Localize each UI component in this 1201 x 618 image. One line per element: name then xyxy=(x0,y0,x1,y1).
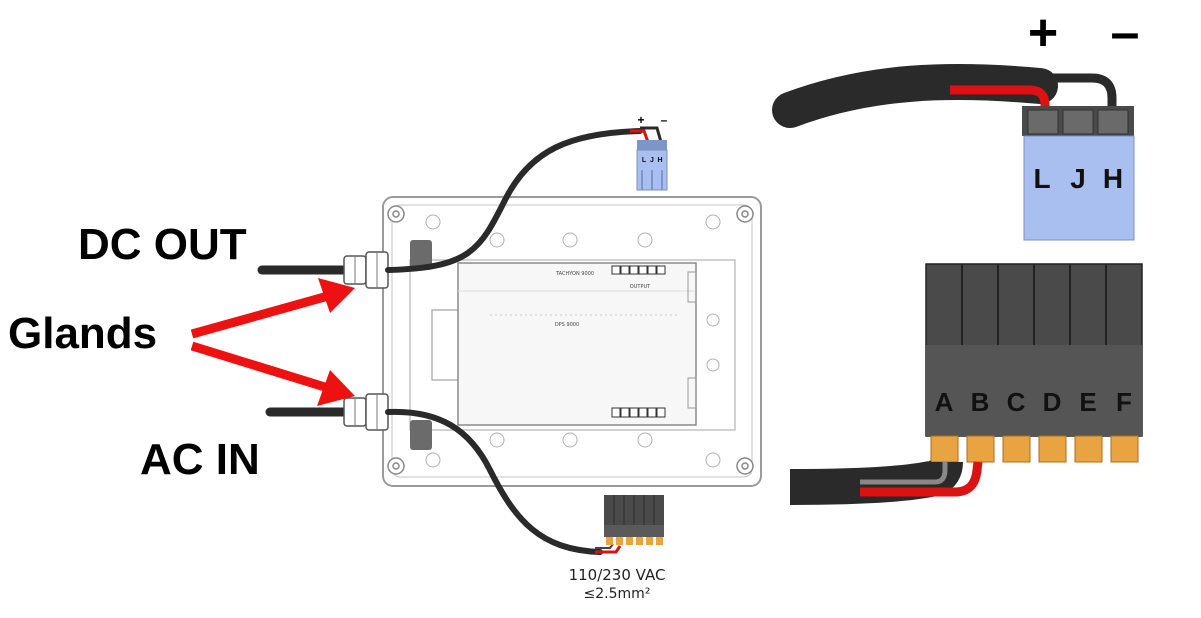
power-module: TACHYON 9000 OUTPUT DPS 9000 xyxy=(457,262,697,426)
enclosure: TACHYON 9000 OUTPUT DPS 9000 xyxy=(382,196,762,487)
pin-E: E xyxy=(1079,387,1096,417)
pin-B: B xyxy=(971,387,990,417)
dc-plus-big: + xyxy=(1028,4,1058,62)
pin-D: D xyxy=(1043,387,1062,417)
pin-L: L xyxy=(1033,163,1050,194)
module-input-terminal xyxy=(611,407,666,418)
ac-input-cable xyxy=(385,408,622,555)
small-pin-J: J xyxy=(650,157,654,164)
dc-plus-small: + xyxy=(637,113,644,127)
board-marking-top: TACHYON 9000 xyxy=(555,271,594,277)
pin-C: C xyxy=(1007,387,1026,417)
label-dc-out: DC OUT xyxy=(78,220,247,269)
arrow-head-bottom-icon xyxy=(317,370,355,406)
arrow-head-top-icon xyxy=(318,278,355,313)
label-glands: Glands xyxy=(8,309,157,358)
pin-J: J xyxy=(1070,163,1086,194)
dc-minus-small: – xyxy=(661,113,668,127)
small-pin-H: H xyxy=(657,157,662,164)
cable-gland-top xyxy=(343,251,389,289)
ac-spec-line1: 110/230 VAC xyxy=(569,566,666,584)
ac-small-pins xyxy=(606,537,663,545)
ac-connector-zoom: A B C D E F xyxy=(789,263,1143,505)
small-pin-L: L xyxy=(642,157,647,164)
label-ac-in: AC IN xyxy=(140,435,260,484)
corner-screws xyxy=(387,205,754,475)
mounting-posts xyxy=(425,214,721,468)
dc-output-cable xyxy=(385,126,663,273)
board-marking-output: OUTPUT xyxy=(630,284,651,290)
pin-H: H xyxy=(1103,163,1123,194)
module-output-terminal xyxy=(611,265,666,275)
cable-gland-bottom xyxy=(343,393,389,431)
ac-connector-small: 110/230 VAC ≤2.5mm² xyxy=(569,495,666,602)
external-cables xyxy=(257,265,355,417)
pin-F: F xyxy=(1116,387,1132,417)
pin-A: A xyxy=(935,387,954,417)
ac-zoom-pins xyxy=(930,435,1139,463)
dc-connector-zoom: + – L J H xyxy=(772,4,1140,241)
board-marking-mid: DPS 9000 xyxy=(555,322,579,328)
dc-minus-big: – xyxy=(1111,4,1140,62)
ac-spec-line2: ≤2.5mm² xyxy=(584,586,651,602)
dc-connector-small: + – L J H xyxy=(636,113,668,191)
gland-arrows xyxy=(190,278,355,406)
